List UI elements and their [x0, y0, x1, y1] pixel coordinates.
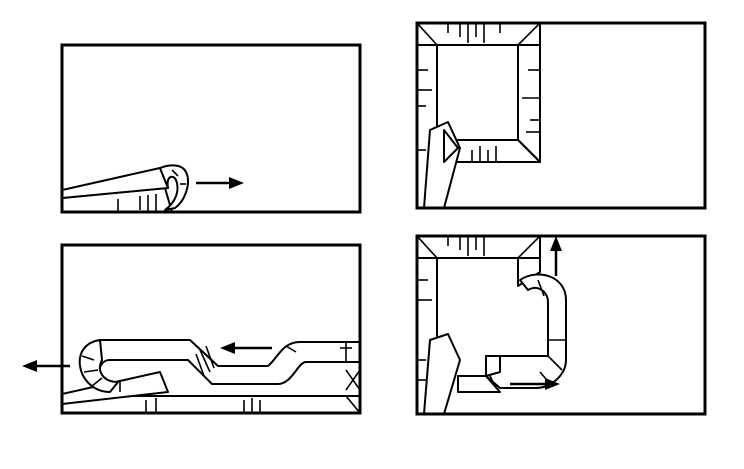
panel-top-right	[415, 21, 707, 210]
arrow-right-icon	[196, 177, 244, 189]
panel-frame	[415, 234, 707, 416]
folding-band-top-right	[417, 23, 541, 208]
folding-band-top-left	[62, 164, 189, 212]
panel-frame	[60, 43, 362, 214]
panel-bottom-right	[415, 234, 707, 416]
folding-band-bottom-left	[62, 339, 360, 413]
folding-band-bottom-right	[417, 236, 567, 414]
arrow-left-outside-icon	[22, 360, 70, 372]
arrow-up-icon	[550, 236, 562, 276]
arrow-left-icon	[220, 342, 272, 354]
arrow-right-icon	[510, 378, 560, 390]
panel-bottom-left	[22, 243, 362, 415]
panel-frame	[60, 243, 362, 415]
panel-frame	[415, 21, 707, 210]
panel-top-left	[60, 43, 362, 214]
